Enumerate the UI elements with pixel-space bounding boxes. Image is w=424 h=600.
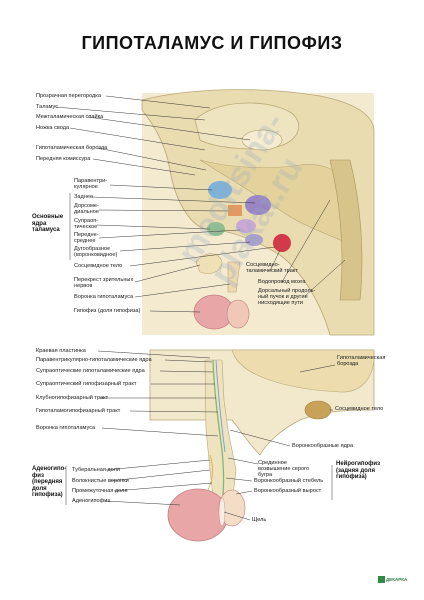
label-supraoptic-tract: Супраоптический гипофизарный тракт	[36, 381, 137, 387]
posterior-nucleus	[245, 195, 271, 215]
paraventricular-nucleus	[208, 181, 232, 199]
label-mammillary: Сосцевидное тело	[74, 263, 123, 269]
infundibulum	[227, 261, 241, 293]
hypothalamic-groove-area	[231, 349, 375, 393]
label-median-eminence: Срединное возвышение серого бугра	[258, 460, 310, 479]
label-dorsal-fasciculus: Дорсальный продоль-ный пучок и другие ни…	[258, 288, 316, 307]
label-supraoptic-hypothalamic: Супраоптические гипоталамические ядра	[36, 368, 145, 374]
label-tuberohypophyseal: Клубногипофизарный тракт	[36, 395, 109, 401]
mammillary-body-bottom	[304, 400, 332, 420]
cleft	[218, 497, 226, 527]
label-infundibulum: Воронка гипоталамуса	[74, 294, 134, 300]
anterior-middle-nucleus	[236, 219, 256, 233]
label-mammillothalamic: Сосцевидно-таламический тракт	[246, 262, 298, 275]
bottom-brain-section	[149, 349, 375, 542]
bottom-leader-lines	[65, 350, 336, 521]
label-optic-chiasm: Перекрест зрительных нервов	[74, 277, 134, 290]
label-interthalamic: Межталамическая спайка	[36, 114, 104, 120]
label-fornix: Ножка свода	[36, 125, 70, 131]
dorsomedial-nucleus	[228, 205, 242, 216]
label-cleft: Щель	[252, 517, 267, 523]
label-intermediate: Промежуточная доля	[72, 488, 128, 494]
arcuate-nucleus	[245, 234, 263, 246]
label-hypothalamic-groove-bottom: Гипоталамическая борозда	[337, 355, 386, 368]
label-supraoptic: Супраоп-тическое	[74, 218, 99, 231]
group-neurohypophysis: Нейрогипофиз (задняя доля гипофиза)	[336, 461, 381, 481]
top-brain-section	[141, 89, 375, 336]
label-infundibular-nuclei: Воронкообразные ядра	[292, 443, 354, 449]
hypothalamus-wall	[199, 159, 353, 246]
label-infundibular-stem: Воронкообразный стебель	[254, 478, 324, 484]
label-tuberal: Туберальная доля	[72, 467, 120, 473]
group-adenohypophysis: Аденогипо-физ (передняя доля гипофиза)	[32, 466, 67, 499]
label-thalamus: Таламус	[36, 104, 59, 110]
label-paraventricular: Паравентри-кулярное	[74, 178, 108, 191]
logo-icon	[378, 576, 385, 583]
top-leader-lines	[55, 95, 346, 313]
label-anterior-commissure: Передняя комиссура	[36, 156, 91, 162]
label-posterior: Заднее	[74, 194, 94, 200]
optic-chiasm	[195, 253, 223, 274]
label-infundibulum-bottom: Воронка гипоталамуса	[36, 425, 96, 431]
brainstem	[329, 159, 363, 301]
label-paraventricular-hypothalamic: Паравентрикулярно-гипоталамические ядра	[36, 357, 152, 363]
label-hypothalamohypophyseal: Гипоталамогипофизарный тракт	[36, 408, 121, 414]
page-title: ГИПОТАЛАМУС И ГИПОФИЗ	[81, 33, 343, 53]
label-septum: Прозрачная перегородка	[36, 93, 101, 99]
group-thalamic-nuclei: Основные ядра таламуса	[32, 214, 64, 234]
label-anterior-middle: Передне-среднее	[74, 232, 99, 245]
label-fibrous: Волокнистые воронки	[72, 478, 129, 484]
label-arcuate: Дугообразное (воронковидное)	[74, 246, 118, 259]
neural-tract-blue	[215, 359, 226, 453]
label-pituitary: Гипофиз (доля гипофиза)	[74, 308, 141, 314]
label-hypothalamic-groove: Гипоталамическая борозда	[36, 145, 108, 151]
logo-text: ДЕКАРКА	[386, 577, 408, 582]
label-adenohypophysis: Аденогипофиз	[72, 498, 110, 504]
label-mammillary-bottom: Сосцевидное тело	[335, 406, 384, 412]
supraoptic-nucleus	[207, 222, 225, 236]
interthalamic-adhesion	[241, 129, 283, 151]
mammillary-body	[273, 234, 291, 252]
posterior-pituitary	[226, 299, 250, 329]
label-lamina-terminalis: Краевая пластинка	[36, 348, 86, 354]
label-aqueduct: Водопровод мозга	[258, 279, 306, 285]
label-dorsomedial: Дорсоме-диальное	[74, 203, 99, 216]
label-infundibular-process: Воронкообразный вырост	[254, 488, 322, 494]
